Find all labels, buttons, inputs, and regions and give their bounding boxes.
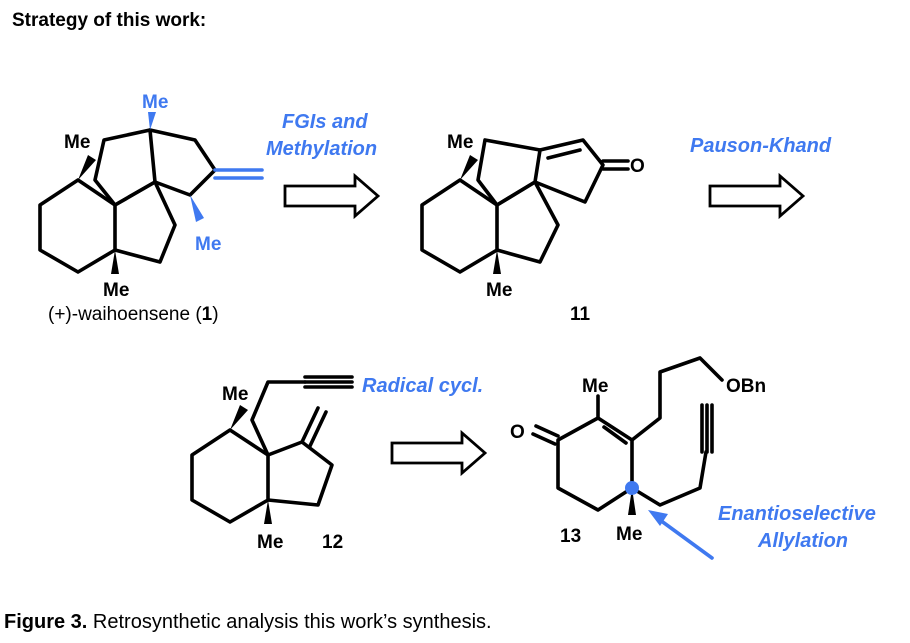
retro-arrow-3 [390,429,488,477]
c13-number: 13 [560,526,581,547]
structure-12: Me Me 12 [190,375,354,553]
c13-me-bottom: Me [616,524,642,545]
retro-arrow-2 [708,172,806,220]
c11-carbonyl-o: O [630,156,645,177]
structure-11: Me Me O 11 [420,132,645,325]
figure-caption: Figure 3. Retrosynthetic analysis this w… [4,611,492,633]
c12-number: 12 [322,532,343,553]
c12-me-left: Me [222,384,248,405]
step-fgi-line1: FGIs and [282,111,368,133]
step-pk: Pauson-Khand [690,135,832,157]
step-allyl-line1: Enantioselective [718,503,876,525]
waihoensene-me-bottom: Me [103,280,129,301]
waihoensene-me-top: Me [142,92,168,113]
step-fgi-line2: Methylation [266,138,377,160]
c13-carbonyl-o: O [510,422,525,443]
caption-label: Figure 3. [4,611,87,633]
c11-me-left: Me [447,132,473,153]
c11-me-bottom: Me [486,280,512,301]
step-allyl-line2: Allylation [757,530,848,552]
header-title: Strategy of this work: [12,10,206,31]
stereocenter-dot [625,481,639,495]
c13-obn: OBn [726,376,766,397]
waihoensene-me-left: Me [64,132,90,153]
structure-13: Me O OBn Me 13 [510,356,766,560]
c12-me-bottom: Me [257,532,283,553]
step-radical: Radical cycl. [362,375,483,397]
waihoensene-me-right: Me [195,234,221,255]
waihoensene-name: (+)-waihoensene (1) [48,304,219,325]
c11-number: 11 [570,304,591,325]
retro-arrow-1 [283,172,381,220]
caption-text: Retrosynthetic analysis this work’s synt… [87,611,491,633]
structure-waihoensene: Me Me Me Me (+)-waihoensene (1) [38,92,264,325]
c13-me-top: Me [582,376,608,397]
